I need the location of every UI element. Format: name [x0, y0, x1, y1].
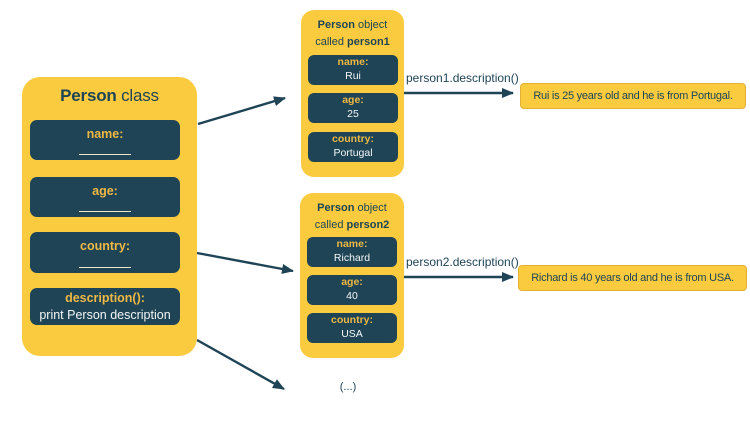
- person2-title: Person object called person2: [300, 200, 404, 233]
- class-title-bold: Person: [60, 86, 117, 105]
- person1-field-country-label: country:: [332, 133, 374, 146]
- person1-called-text: called: [315, 35, 347, 48]
- person2-field-country-label: country:: [331, 314, 373, 327]
- arrow-class-to-ellipsis: [196, 338, 285, 391]
- person1-field-country-value: Portugal: [333, 147, 373, 159]
- person2-output-text: Richard is 40 years old and he is from U…: [531, 272, 734, 284]
- class-attr-name-label: name:: [86, 127, 124, 141]
- class-method-body: print Person description: [39, 307, 171, 322]
- person2-call-label: person2.description(): [406, 255, 519, 269]
- class-attr-name-blank-underline: [79, 154, 131, 155]
- class-method-box: description(): print Person description: [30, 288, 180, 325]
- person2-output-box: Richard is 40 years old and he is from U…: [518, 265, 747, 291]
- person1-field-age: age: 25: [308, 93, 398, 123]
- person1-field-country: country: Portugal: [308, 132, 398, 162]
- class-method-label: description():: [65, 291, 145, 306]
- person1-output-text: Rui is 25 years old and he is from Portu…: [533, 90, 733, 102]
- person1-object-box: Person object called person1 name: Rui a…: [301, 10, 404, 177]
- person2-field-age-label: age:: [341, 276, 363, 289]
- arrow-class-to-person2: [196, 251, 294, 274]
- person2-field-country-value: USA: [341, 328, 363, 340]
- class-attr-age: age:: [30, 177, 180, 217]
- person2-called-text: called: [314, 218, 347, 231]
- class-attr-country-blank-underline: [79, 267, 131, 268]
- person2-name-bold: person2: [346, 218, 390, 231]
- person1-field-name-label: name:: [337, 56, 369, 69]
- person1-title-rest: object: [354, 19, 388, 31]
- person2-field-age-value: 40: [346, 290, 358, 302]
- person1-field-name: name: Rui: [308, 55, 398, 85]
- person2-field-name-label: name:: [336, 238, 368, 251]
- person1-field-name-value: Rui: [345, 70, 361, 82]
- arrow-class-to-person1: [197, 96, 286, 126]
- class-title: Person class: [22, 86, 197, 106]
- person1-field-age-label: age:: [342, 94, 364, 107]
- person2-field-name: name: Richard: [307, 237, 397, 267]
- person2-title-rest: object: [354, 202, 387, 214]
- person1-title: Person object called person1: [301, 17, 404, 50]
- person2-object-box: Person object called person2 name: Richa…: [300, 193, 404, 358]
- person1-name-bold: person1: [347, 35, 390, 48]
- class-attr-age-label: age:: [92, 184, 118, 198]
- person2-title-bold: Person: [317, 202, 355, 214]
- more-objects-ellipsis: (...): [339, 381, 357, 393]
- class-attr-country: country:: [30, 232, 180, 273]
- person2-field-name-value: Richard: [333, 252, 371, 264]
- class-attr-name: name:: [30, 120, 180, 160]
- class-title-rest: class: [116, 86, 159, 105]
- person1-field-age-value: 25: [347, 108, 359, 120]
- person1-title-bold: Person: [317, 19, 355, 31]
- person1-output-box: Rui is 25 years old and he is from Portu…: [520, 83, 746, 109]
- person-class-box: Person class name: age: country: descrip…: [22, 77, 197, 356]
- person2-field-country: country: USA: [307, 313, 397, 343]
- person1-call-label: person1.description(): [406, 71, 519, 85]
- class-attr-country-label: country:: [80, 239, 130, 253]
- class-attr-age-blank-underline: [79, 211, 131, 212]
- person2-field-age: age: 40: [307, 275, 397, 305]
